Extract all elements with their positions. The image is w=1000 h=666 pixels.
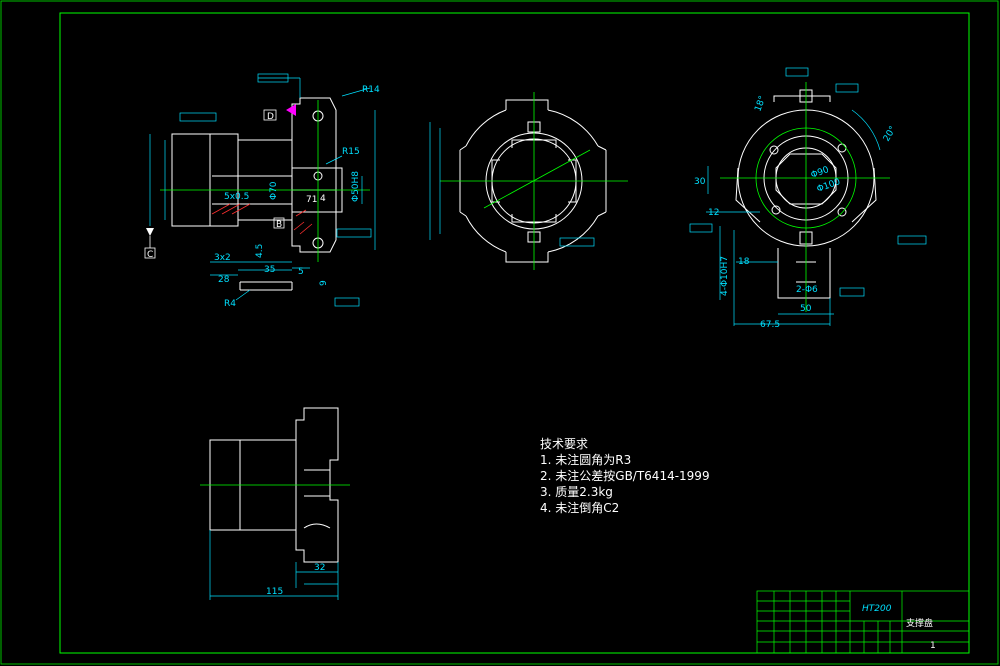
dim-bore: Φ100	[816, 177, 842, 195]
label-d: D	[267, 112, 274, 122]
notes-line-1: 1. 未注圆角为R3	[540, 452, 631, 467]
datum-d-triangle	[286, 104, 296, 116]
dim-r14: R14	[362, 85, 380, 95]
notes-line-2: 2. 未注公差按GB/T6414-1999	[540, 468, 710, 483]
title-part-name: 支撑盘	[906, 617, 933, 629]
dim-4-5: 4.5	[255, 244, 265, 258]
dim-2-holes: 2-Φ6	[796, 285, 818, 295]
title-block	[756, 590, 970, 654]
dim-4: 4	[320, 194, 326, 204]
left-centerlines	[160, 100, 370, 262]
left-section-view	[171, 97, 343, 291]
front-dimension-lines	[429, 122, 595, 247]
dim-pcd: Φ90	[810, 165, 831, 181]
datum-c-triangle	[146, 228, 154, 236]
front-centerlines	[440, 92, 628, 270]
dim-5: 5	[298, 267, 304, 277]
dim-diam70: Φ70	[269, 181, 279, 200]
right-dimension-lines	[689, 67, 927, 326]
dim-angle-18: 18°	[753, 95, 768, 113]
dim-28: 28	[218, 275, 230, 285]
dim-32: 32	[314, 563, 325, 573]
dim-115: 115	[266, 587, 283, 597]
dim-71: 71	[306, 195, 317, 205]
dim-50: 50	[800, 304, 812, 314]
title-sheet: 1	[930, 641, 936, 651]
datum-d-box	[263, 109, 277, 121]
right-bolt-circle	[720, 82, 890, 312]
label-b: B	[276, 220, 282, 230]
dim-angle-20: 20°	[882, 125, 899, 144]
notes-line-3: 3. 质量2.3kg	[540, 485, 613, 499]
left-section-hatch	[211, 203, 313, 235]
dim-18: 18	[738, 257, 750, 267]
dim-diam50: Φ50H8	[351, 171, 361, 202]
bottom-dimension-lines	[209, 530, 339, 600]
notes-title: 技术要求	[540, 437, 588, 451]
dim-groove: 3x2	[214, 253, 231, 263]
datum-b-box	[273, 217, 285, 229]
dim-9: 9	[319, 280, 329, 286]
dim-67-5: 67.5	[760, 320, 780, 330]
dim-35: 35	[264, 265, 275, 275]
inner-frame	[59, 12, 970, 654]
dim-4-holes: 4-Φ10H7	[720, 256, 730, 296]
dim-r15: R15	[342, 147, 360, 157]
dim-chamfer: 5x0.5	[224, 192, 249, 202]
dim-12: 12	[708, 208, 719, 218]
dim-r4: R4	[224, 299, 236, 309]
notes-line-4: 4. 未注倒角C2	[540, 500, 619, 515]
title-material: HT200	[862, 604, 892, 614]
dim-30: 30	[694, 177, 706, 187]
label-c: C	[147, 250, 153, 260]
left-dimension-lines	[149, 73, 376, 307]
